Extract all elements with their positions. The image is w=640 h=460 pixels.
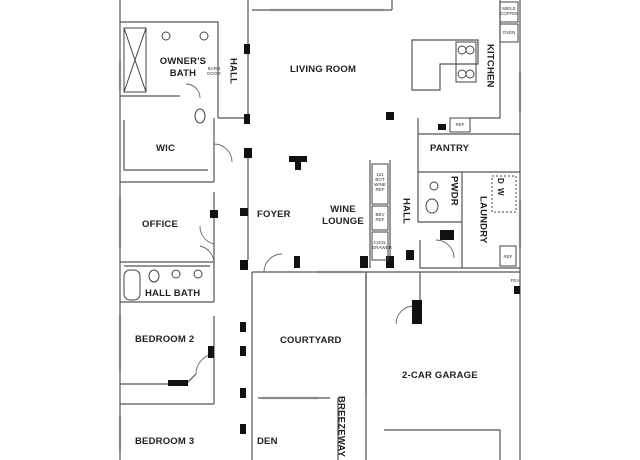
post: [244, 44, 250, 54]
toilet: [425, 198, 439, 214]
post: [386, 256, 394, 268]
laundry-ref: [499, 245, 517, 267]
door-swing: [199, 225, 215, 263]
laundry-label: LAUNDRY: [477, 196, 489, 244]
hall-bath-label: HALL BATH: [145, 288, 201, 299]
post: [412, 300, 422, 324]
miele-coffee: [499, 1, 519, 23]
sink: [161, 31, 171, 41]
shower: [123, 27, 147, 93]
post: [440, 230, 454, 240]
post: [240, 388, 246, 398]
post: [240, 260, 248, 270]
post: [240, 346, 246, 356]
kitchen-ref: [449, 117, 471, 133]
fixtures: [123, 1, 519, 301]
post: [438, 124, 446, 130]
pwdr-walls: [417, 172, 462, 223]
door-swing: [395, 305, 415, 325]
post: [294, 256, 300, 268]
post: [244, 114, 250, 124]
post: [289, 156, 307, 162]
garage-marker-label: FEA: [510, 278, 520, 283]
courtyard-label: COURTYARD: [280, 335, 342, 346]
breezeway-label: BREEZEWAY: [335, 396, 347, 458]
post: [240, 424, 246, 434]
laundry-ref-label: REF: [503, 254, 513, 259]
toilet: [148, 269, 160, 283]
post: [295, 162, 301, 170]
sink: [193, 269, 203, 279]
miele-coffee-label: MIELE COFFEE: [500, 6, 519, 16]
door-swing: [263, 253, 283, 273]
wic-shelving: [123, 120, 208, 171]
oven: [499, 23, 519, 43]
door-swing: [213, 143, 233, 163]
pwdr-label: PWDR: [448, 176, 460, 206]
post: [210, 210, 218, 218]
toilet: [194, 108, 206, 124]
post: [406, 250, 414, 260]
hall-upper-label: HALL: [227, 58, 239, 85]
cool-drawer-label: COOL DRAWER: [372, 240, 392, 250]
post: [240, 208, 248, 216]
post: [386, 112, 394, 120]
sink: [171, 269, 181, 279]
shower: [123, 27, 147, 93]
burner: [465, 69, 475, 79]
garage-label: 2-CAR GARAGE: [402, 370, 478, 381]
office-label: OFFICE: [142, 219, 179, 230]
burner: [465, 45, 475, 55]
kitchen-island: [411, 39, 479, 91]
bathtub: [123, 269, 141, 301]
hall-mid-label: HALL: [400, 198, 412, 225]
post: [244, 148, 252, 158]
post: [360, 256, 368, 268]
wine-ref-label: 121 BOT WINE REF: [374, 172, 386, 192]
owners-bath-wall: [120, 21, 219, 118]
windows: [118, 8, 522, 452]
garage-door-outline: [384, 429, 501, 460]
foyer-label: FOYER: [257, 209, 291, 220]
sink: [429, 181, 439, 191]
bedroom-3-label: BEDROOM 3: [135, 436, 195, 447]
sink: [199, 31, 209, 41]
structural-posts: [168, 44, 520, 434]
den-label: DEN: [257, 436, 278, 447]
living-room-label: LIVING ROOM: [290, 64, 357, 75]
owners-bath-label: OWNER'S BATH: [159, 56, 207, 79]
door-swing: [435, 239, 455, 259]
bedroom-2-label: BEDROOM 2: [135, 334, 195, 345]
cool-drawer: [371, 231, 389, 261]
pantry-label: PANTRY: [430, 143, 470, 154]
bev-ref-label: BEV REF: [375, 212, 385, 222]
door-swing: [185, 83, 201, 99]
dw-label: D W: [496, 178, 505, 197]
washer-dryer: [491, 175, 517, 213]
kitchen-ref-label: REF: [455, 122, 465, 127]
cooktop: [455, 41, 477, 83]
post: [514, 286, 520, 294]
post: [208, 346, 214, 358]
door-swings: [185, 83, 455, 375]
post: [168, 380, 188, 386]
bev-ref: [371, 205, 389, 231]
barn-door-label: BARN DOOR: [207, 66, 221, 76]
oven-label: OVEN: [502, 30, 516, 35]
burner: [457, 69, 467, 79]
post: [240, 322, 246, 332]
wine-ref: [371, 163, 389, 205]
wic-label: WIC: [156, 143, 176, 154]
burner: [457, 45, 467, 55]
laundry-south-wall: [419, 240, 520, 269]
kitchen-label: KITCHEN: [484, 44, 496, 88]
wine-lounge-label: WINE LOUNGE: [322, 204, 364, 227]
